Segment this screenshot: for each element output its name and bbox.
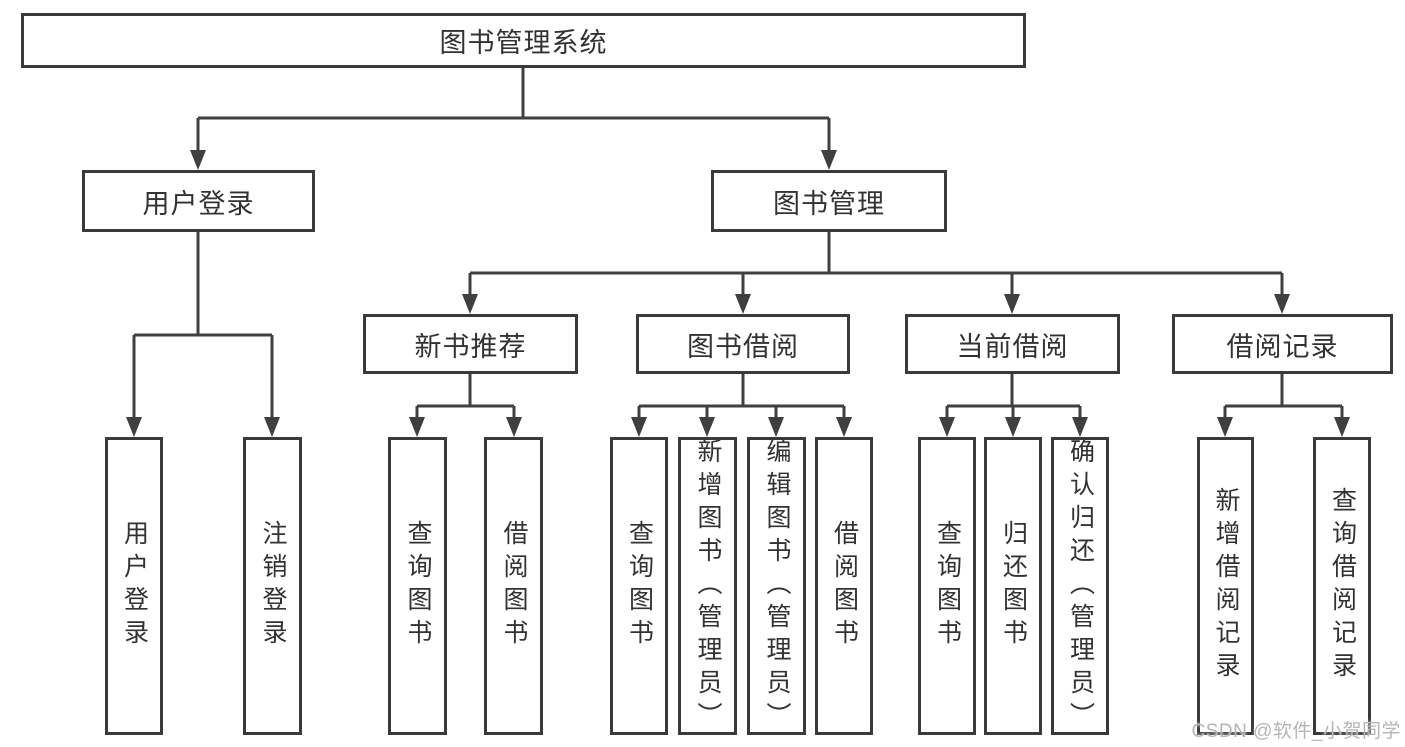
- arrowhead: [836, 417, 852, 437]
- leaf-current-query-books: 查询图书: [918, 437, 976, 735]
- leaf-query-borrow-record-label: 查询借阅记录: [1328, 487, 1357, 685]
- leaf-logout-label: 注销登录: [259, 520, 287, 652]
- leaf-add-books-admin-label: 新增图书（管理员）: [694, 437, 722, 735]
- arrowhead: [264, 417, 280, 437]
- leaf-borrow-query-books: 查询图书: [610, 437, 668, 735]
- arrowhead: [409, 417, 425, 437]
- leaf-borrow-query-books-label: 查询图书: [625, 520, 654, 652]
- leaf-recommend-query-books: 查询图书: [388, 437, 447, 735]
- arrowhead: [939, 417, 955, 437]
- node-user-login: 用户登录: [82, 170, 315, 232]
- leaf-edit-books-admin-label: 编辑图书（管理员）: [763, 437, 791, 735]
- leaf-query-borrow-record: 查询借阅记录: [1313, 437, 1371, 735]
- node-library-system: 图书管理系统: [21, 13, 1026, 68]
- node-user-login-label: 用户登录: [142, 188, 255, 219]
- leaf-logout: 注销登录: [243, 437, 302, 735]
- leaf-recommend-borrow-books: 借阅图书: [484, 437, 543, 735]
- node-library-system-label: 图书管理系统: [439, 28, 608, 58]
- node-book-borrow-label: 图书借阅: [687, 331, 799, 362]
- arrowhead: [1072, 417, 1088, 437]
- arrowhead: [506, 417, 522, 437]
- arrowhead: [190, 150, 206, 170]
- arrowhead: [768, 417, 784, 437]
- leaf-confirm-return-admin-label: 确认归还（管理员）: [1066, 437, 1095, 735]
- node-new-book-recommend-label: 新书推荐: [414, 331, 527, 362]
- arrowhead: [1217, 417, 1233, 437]
- arrowhead: [1334, 417, 1350, 437]
- leaf-return-books-label: 归还图书: [999, 520, 1028, 652]
- leaf-borrow-books-label: 借阅图书: [830, 520, 859, 652]
- arrowhead: [1005, 417, 1021, 437]
- node-book-management-label: 图书管理: [773, 188, 885, 219]
- node-current-borrow: 当前借阅: [905, 314, 1120, 374]
- leaf-edit-books-admin: 编辑图书（管理员）: [747, 437, 806, 735]
- leaf-add-books-admin: 新增图书（管理员）: [678, 437, 737, 735]
- arrowhead: [1274, 294, 1290, 314]
- leaf-recommend-borrow-books-label: 借阅图书: [500, 520, 528, 652]
- leaf-current-query-books-label: 查询图书: [933, 520, 962, 652]
- node-new-book-recommend: 新书推荐: [363, 314, 578, 374]
- leaf-borrow-books: 借阅图书: [815, 437, 873, 735]
- arrowhead: [462, 294, 478, 314]
- leaf-return-books: 归还图书: [984, 437, 1042, 735]
- node-borrow-records-label: 借阅记录: [1226, 331, 1339, 362]
- arrowhead: [699, 417, 715, 437]
- arrowhead: [735, 294, 751, 314]
- arrowhead: [1004, 294, 1020, 314]
- leaf-recommend-query-books-label: 查询图书: [404, 520, 432, 652]
- arrowhead: [821, 150, 837, 170]
- node-borrow-records: 借阅记录: [1172, 314, 1393, 374]
- node-current-borrow-label: 当前借阅: [956, 331, 1069, 362]
- arrowhead: [631, 417, 647, 437]
- watermark-text: CSDN @软件_小贺同学: [1191, 721, 1401, 742]
- leaf-user-login: 用户登录: [105, 437, 163, 735]
- node-book-management: 图书管理: [711, 170, 947, 232]
- leaf-add-borrow-record-label: 新增借阅记录: [1212, 487, 1240, 685]
- leaf-confirm-return-admin: 确认归还（管理员）: [1051, 437, 1109, 735]
- arrowhead: [126, 417, 142, 437]
- leaf-user-login-label: 用户登录: [120, 520, 149, 652]
- node-book-borrow: 图书借阅: [636, 314, 850, 374]
- leaf-add-borrow-record: 新增借阅记录: [1197, 437, 1254, 735]
